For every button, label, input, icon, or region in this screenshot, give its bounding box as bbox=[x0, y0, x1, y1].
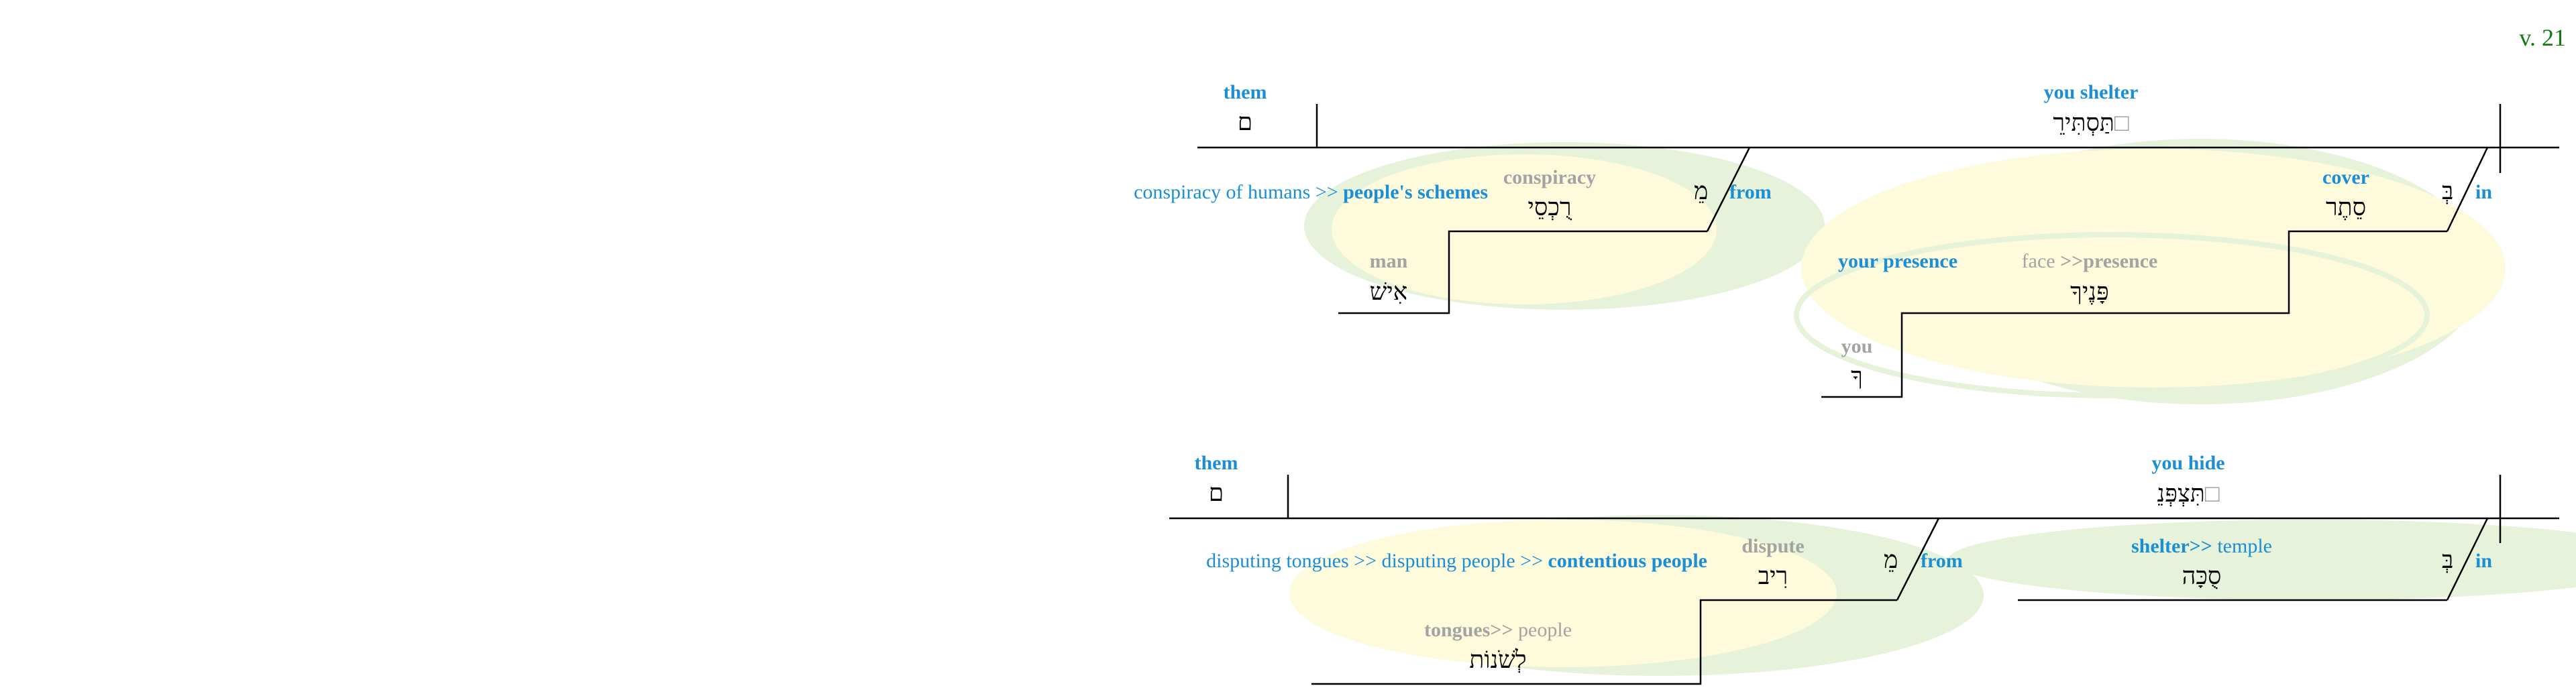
clause2-dispute-gloss: dispute bbox=[1741, 535, 1805, 557]
verse-number: v. 21 bbox=[2519, 24, 2566, 51]
clause2-verb-hebrew: תִּצְפְּנֵ□ bbox=[2157, 480, 2220, 508]
clause1-face-hebrew: פָּנֶיךָ bbox=[2070, 278, 2109, 306]
phrase-highlight-shelter bbox=[1948, 520, 2576, 600]
clause2-prep-from-gloss: from bbox=[1921, 550, 1963, 572]
clause1-subject-hebrew: ם bbox=[1237, 109, 1253, 136]
clause1-prep-in-hebrew: בְּ bbox=[2442, 178, 2454, 205]
clause1-conspiracy-hebrew: רֻכְסֵי bbox=[1527, 194, 1572, 221]
phrase-highlight-presence-ring bbox=[1794, 232, 2430, 398]
clause1-verb-hebrew: תַּסְתִּירֵ□ bbox=[2053, 109, 2129, 137]
clause1-you-gloss: you bbox=[1841, 335, 1873, 357]
clause1-schemes-step bbox=[1338, 230, 1707, 314]
clause1-verb-gloss: you shelter bbox=[2043, 81, 2139, 103]
clause2-prep-from-hebrew: מֵ bbox=[1884, 546, 1898, 574]
clause2-contentious-step bbox=[1311, 599, 1897, 685]
clause2-prep-in-gloss: in bbox=[2475, 550, 2493, 572]
phrase-highlight-presence-inner bbox=[1801, 149, 2506, 388]
clause1-face-gloss: face >>presence bbox=[2021, 250, 2158, 272]
clause1-conspiracy-gloss: conspiracy bbox=[1503, 166, 1597, 188]
clause2-prep-in-hebrew: בְּ bbox=[2442, 546, 2454, 574]
clause1-prep-from-gloss: from bbox=[1729, 181, 1772, 203]
clause1-cover-gloss: cover bbox=[2322, 166, 2369, 188]
clause2-tongues-hebrew: לְשֹׁנוֹת bbox=[1469, 646, 1527, 674]
clause1-prep-in-slant bbox=[2446, 147, 2489, 232]
clause2-verb-gloss: you hide bbox=[2151, 452, 2225, 474]
clause2-dispute-hebrew: רִיב bbox=[1758, 563, 1788, 590]
clause1-you-hebrew: ךָ bbox=[1851, 363, 1863, 390]
clause2-prep-from-slant bbox=[1896, 518, 1940, 601]
clause1-cover-hebrew: סֵתֶר bbox=[2325, 194, 2367, 221]
clause1-subject-gloss: them bbox=[1223, 81, 1267, 103]
clause1-prep-from-hebrew: מֵ bbox=[1694, 178, 1709, 205]
clause1-prep-from-slant bbox=[1706, 147, 1751, 232]
clause2-subject-gloss: them bbox=[1194, 452, 1238, 474]
clause2-shelter-hebrew: סֻכָּה bbox=[2182, 563, 2222, 590]
clause1-man-gloss: man bbox=[1369, 250, 1408, 272]
clause2-subject-hebrew: ם bbox=[1208, 479, 1224, 507]
clause2-tongues-gloss: tongues>> people bbox=[1424, 619, 1572, 641]
clause2-prep-in-slant bbox=[2446, 518, 2489, 601]
phrase-highlight-man bbox=[1332, 154, 1717, 304]
clause1-prep-in-gloss: in bbox=[2475, 181, 2493, 203]
clause1-cover-step bbox=[1821, 230, 2447, 398]
clause1-presence-label: your presence bbox=[1838, 250, 1958, 272]
clause2-contentious-label: disputing tongues >> disputing people >>… bbox=[1206, 550, 1707, 572]
clause1-man-hebrew: אִישׁ bbox=[1369, 278, 1408, 306]
clause2-shelter-gloss: shelter>> temple bbox=[2131, 535, 2272, 557]
clause1-schemes-label: conspiracy of humans >> people's schemes bbox=[1134, 181, 1488, 203]
